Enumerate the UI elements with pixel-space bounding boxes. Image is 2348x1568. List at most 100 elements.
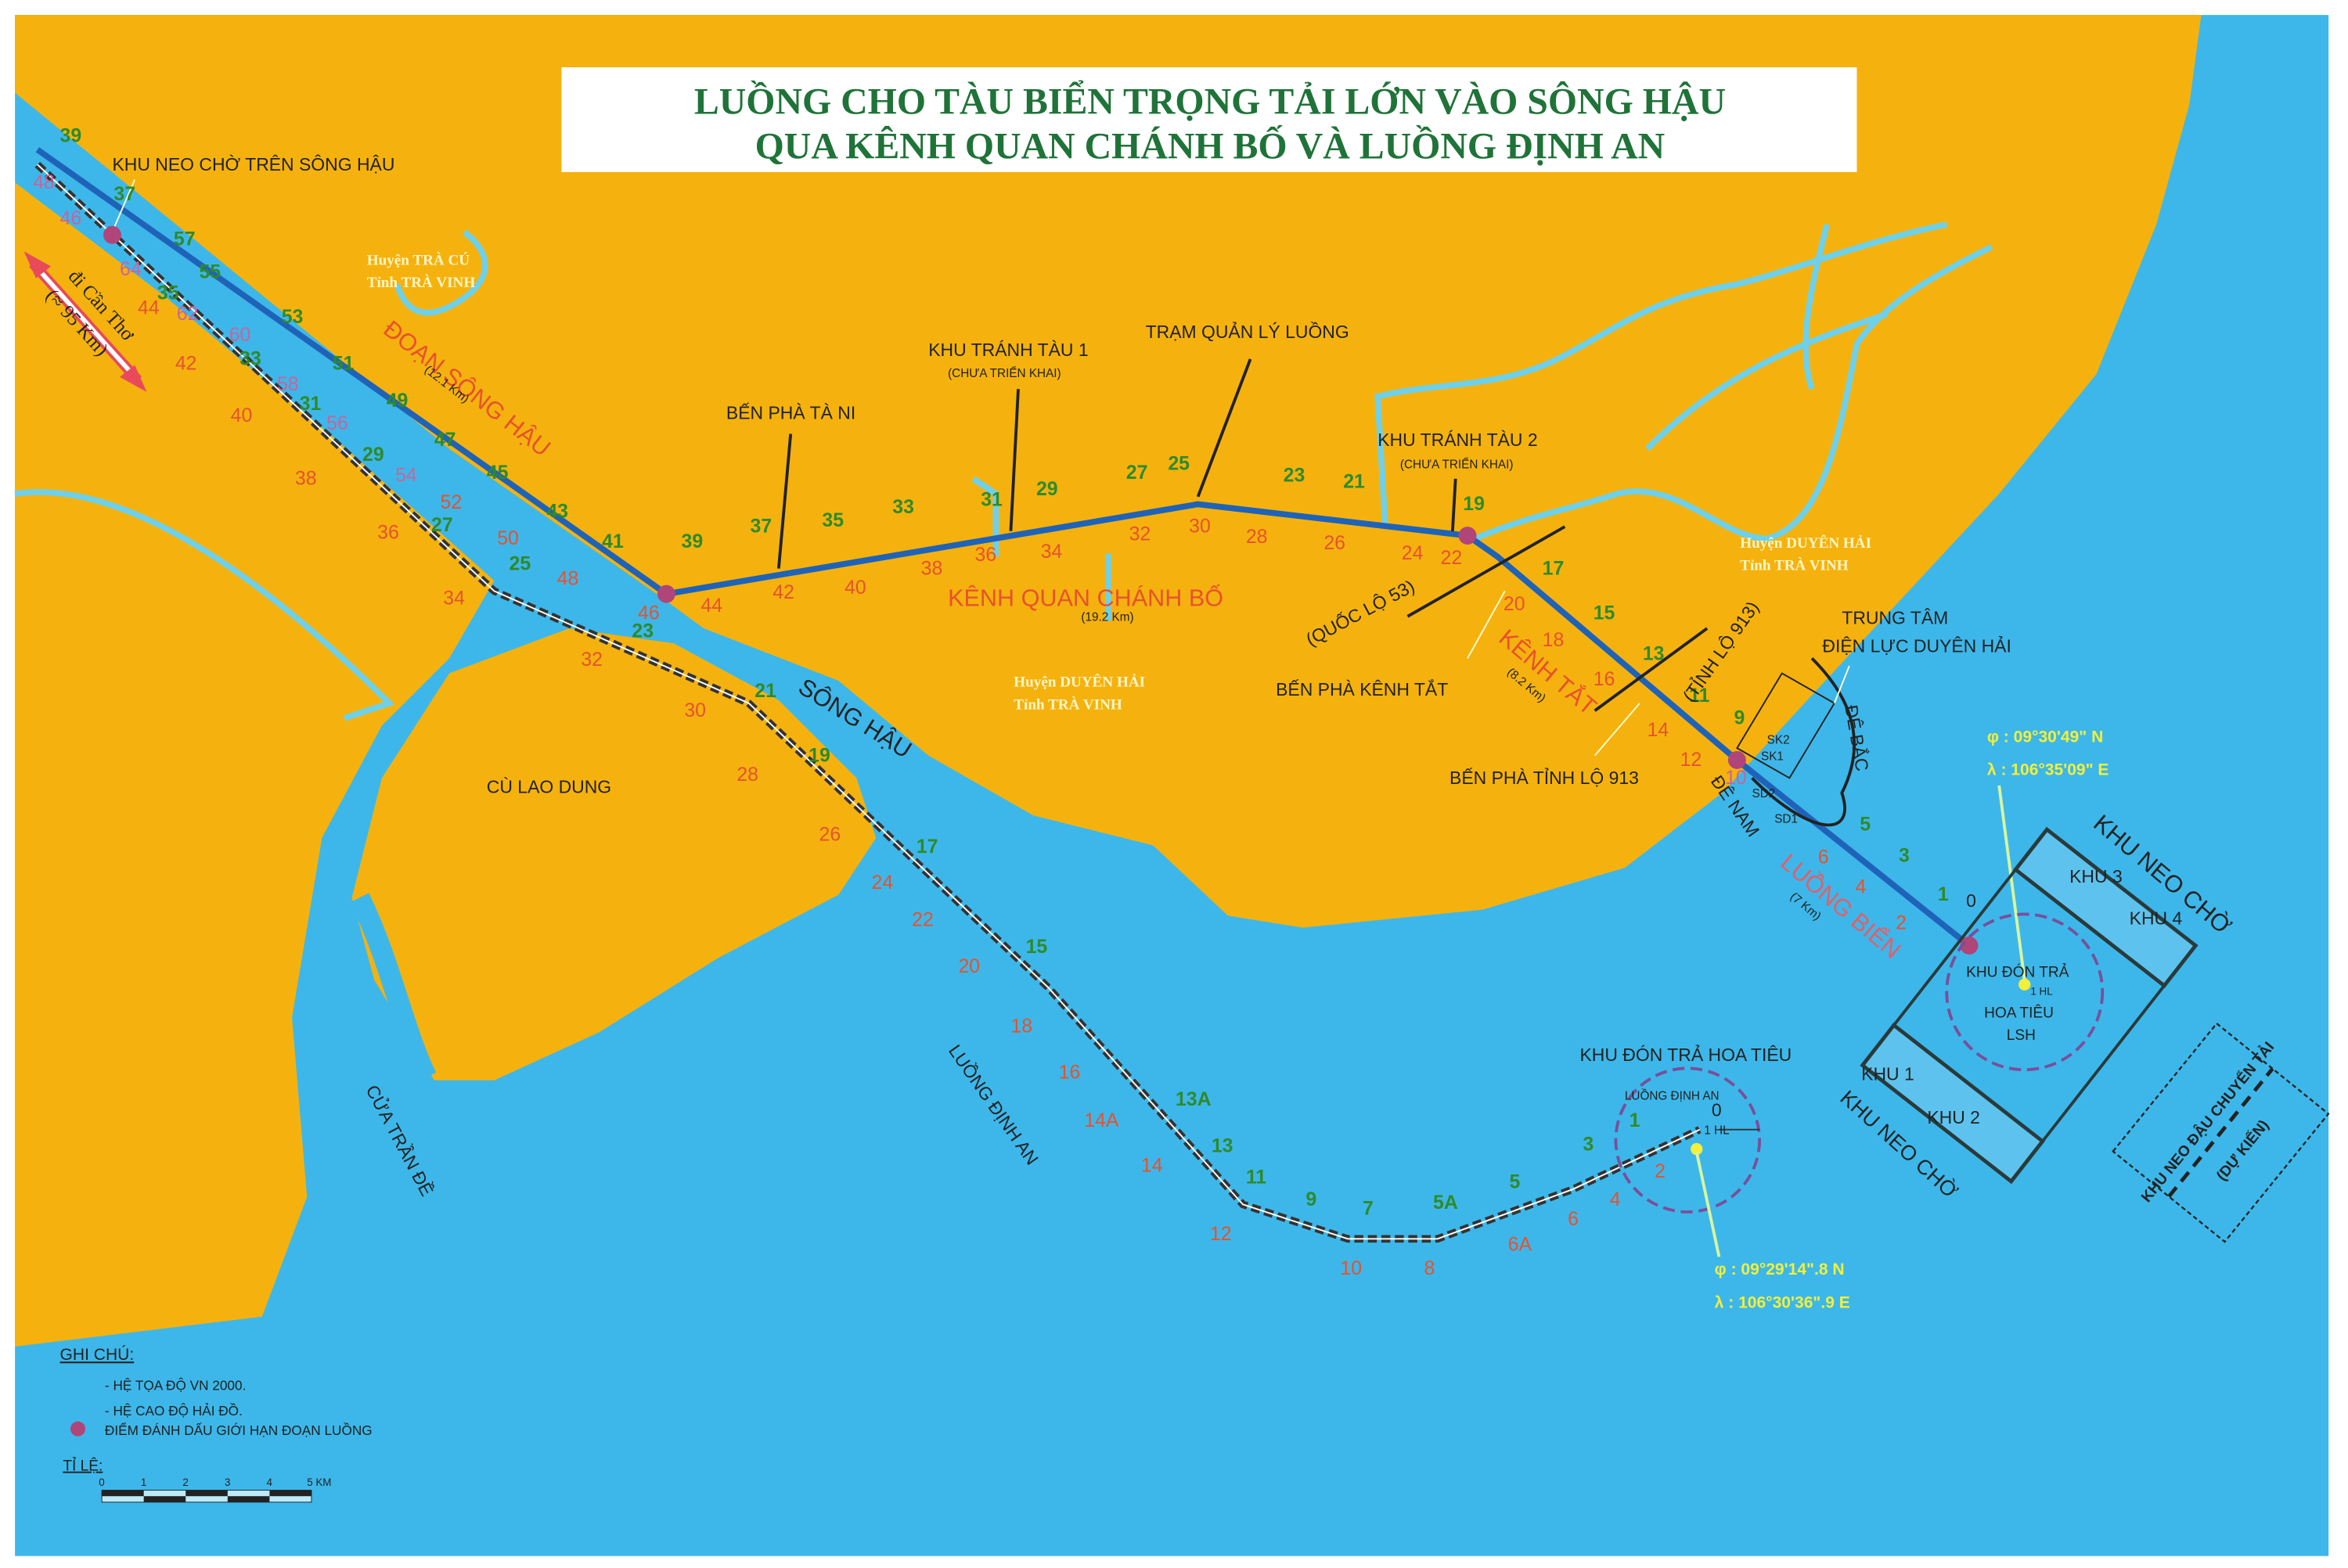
- buoy-number: 6: [1818, 846, 1829, 868]
- buoy-number: 14A: [1084, 1109, 1119, 1131]
- label-dien-luc-duyen-hai: ĐIỆN LỰC DUYÊN HẢI: [1822, 636, 2011, 656]
- buoy-number: 21: [754, 680, 776, 702]
- label-khu-4: KHU 4: [2130, 908, 2183, 929]
- legend-item: - HỆ TỌA ĐỘ VN 2000.: [105, 1377, 246, 1393]
- pilot-circle-lsh: [1945, 912, 2105, 1072]
- buoys-dinh-an: 21 30 19 28 26 17 24 22 15 20 18 16 13A …: [684, 680, 1721, 1279]
- buoy-number: 60: [229, 324, 251, 346]
- buoy-number: 28: [736, 764, 758, 786]
- buoy-number: 6A: [1508, 1234, 1532, 1256]
- buoy-number: 5: [1860, 813, 1871, 835]
- buoy-number: 14: [1648, 719, 1669, 741]
- pilot-point-lsh: [2018, 978, 2031, 991]
- buoy-number: 56: [326, 412, 348, 434]
- label-duyen-hai: Huyện DUYÊN HẢI: [1014, 674, 1145, 691]
- legend-title: GHI CHÚ:: [60, 1346, 135, 1364]
- buoy-number: 58: [277, 373, 299, 395]
- land: [15, 15, 2202, 1347]
- buoy-number: 1: [1630, 1109, 1640, 1131]
- buoy-number: 19: [808, 744, 830, 766]
- buoy-number: 26: [1323, 532, 1345, 554]
- buoys-quan-chanh-bo: 37 42 35 40 33 38 31 36 29 34 27 32 25 3…: [751, 452, 1485, 602]
- scale-tick: 5 KM: [307, 1476, 331, 1488]
- pilot-circle-dinh-an: [1614, 1066, 1761, 1214]
- buoy-number: 4: [1856, 876, 1867, 898]
- buoy-number: 17: [1543, 557, 1565, 579]
- buoy-number: 38: [295, 468, 317, 490]
- label-khu-tranh-tau-2: KHU TRÁNH TÀU 2: [1377, 430, 1537, 450]
- buoy-number: 27: [1126, 462, 1148, 484]
- buoy-number: 32: [1129, 523, 1151, 545]
- buoy-number: 30: [684, 699, 706, 721]
- buoy-number: 42: [772, 581, 794, 603]
- scale-tick: 2: [182, 1476, 188, 1488]
- creeks: [14, 221, 1993, 1082]
- label-ben-pha-tinh-lo-913: BẾN PHÀ TỈNH LỘ 913: [1449, 768, 1639, 788]
- label-sk1: SK1: [1761, 750, 1784, 763]
- buoy-number: 46: [60, 207, 82, 229]
- buoy-number: 35: [822, 509, 844, 531]
- buoy-number: 31: [981, 488, 1003, 510]
- buoy-number: 39: [60, 125, 82, 147]
- buoy-number: 5A: [1433, 1192, 1458, 1214]
- buoy-number: 16: [1594, 668, 1615, 690]
- buoy-number: 48: [33, 171, 55, 193]
- map-title-line2: QUA KÊNH QUAN CHÁNH BỐ VÀ LUỒNG ĐỊNH AN: [755, 124, 1666, 167]
- buoy-number: 28: [1246, 526, 1268, 548]
- label-tram-quan-ly-luong: TRẠM QUẢN LÝ LUỒNG: [1146, 322, 1349, 342]
- buoy-number: 44: [700, 595, 722, 617]
- buoy-number: 55: [199, 261, 221, 283]
- buoy-number: 2: [1896, 912, 1907, 933]
- buoy-number: 12: [1680, 749, 1702, 771]
- scale-tick: 1: [141, 1476, 146, 1488]
- buoy-number: 20: [958, 955, 980, 977]
- label-khu-3: KHU 3: [2069, 866, 2123, 886]
- buoy-number: 5: [1510, 1171, 1521, 1192]
- label-duyen-hai-province: Tỉnh TRÀ VINH: [1014, 696, 1122, 713]
- buoy-number: 45: [487, 462, 509, 484]
- label-pilot-lsh-radius: 1 HL: [2030, 986, 2052, 998]
- label-pilot-lsh-2: HOA TIÊU: [1984, 1004, 2054, 1021]
- buoy-number: 54: [395, 465, 417, 487]
- buoy-number: 34: [1041, 541, 1063, 563]
- label-khu-2: KHU 2: [1927, 1107, 1980, 1127]
- label-duyen-hai-east-province: Tỉnh TRÀ VINH: [1740, 557, 1849, 574]
- legend-item: - HỆ CAO ĐỘ HẢI ĐỒ.: [105, 1403, 243, 1419]
- buoys-song-hau: 39 48 37 46 57 64 35 55 44 62 53 60 33 4…: [33, 125, 722, 671]
- buoy-number: 13A: [1176, 1088, 1212, 1110]
- buoy-number: 21: [1343, 470, 1365, 492]
- buoy-number: 22: [912, 909, 934, 931]
- label-tra-cu: Huyện TRÀ CÚ: [367, 251, 470, 268]
- buoy-number: 11: [1246, 1167, 1266, 1189]
- buoy-number: 17: [917, 836, 938, 858]
- buoy-number: 64: [120, 258, 142, 280]
- label-sd2: SD2: [1752, 787, 1776, 800]
- buoy-number: 29: [362, 444, 384, 466]
- buoy-number: 18: [1543, 629, 1565, 651]
- buoy-number: 7: [1363, 1198, 1374, 1220]
- label-khu-tranh-tau-1-status: (CHƯA TRIỂN KHAI): [948, 366, 1061, 380]
- buoy-number: 42: [175, 352, 197, 374]
- buoy-number: 48: [557, 568, 579, 590]
- buoy-number: 33: [239, 348, 261, 370]
- label-sk2: SK2: [1767, 733, 1790, 746]
- map-title-line1: LUỒNG CHO TÀU BIỂN TRỌNG TẢI LỚN VÀO SÔN…: [694, 79, 1726, 122]
- buoy-number: 46: [638, 602, 660, 624]
- pilot-lsh-latitude: φ : 09°30'49" N: [1987, 728, 2103, 746]
- buoy-number: 38: [921, 557, 943, 579]
- buoy-number: 39: [682, 530, 704, 552]
- buoy-number: 24: [1402, 542, 1424, 564]
- buoy-number: 12: [1210, 1223, 1232, 1245]
- buoy-number: 37: [751, 516, 772, 538]
- land-west: [15, 182, 495, 1347]
- buoy-number: 30: [1189, 516, 1211, 538]
- legend-item: ĐIỂM ĐÁNH DẤU GIỚI HẠN ĐOẠN LUỒNG: [105, 1422, 373, 1438]
- buoy-number: 47: [434, 429, 456, 451]
- buoy-number: 25: [1168, 452, 1190, 474]
- label-anchorage-song-hau: KHU NEO CHỜ TRÊN SÔNG HẬU: [112, 154, 394, 174]
- dinh-an-channel-centerline: [37, 164, 1700, 1240]
- buoy-number: 52: [441, 491, 463, 513]
- scale-title: TỈ LỆ:: [63, 1458, 103, 1475]
- buoy-number: 24: [872, 872, 894, 894]
